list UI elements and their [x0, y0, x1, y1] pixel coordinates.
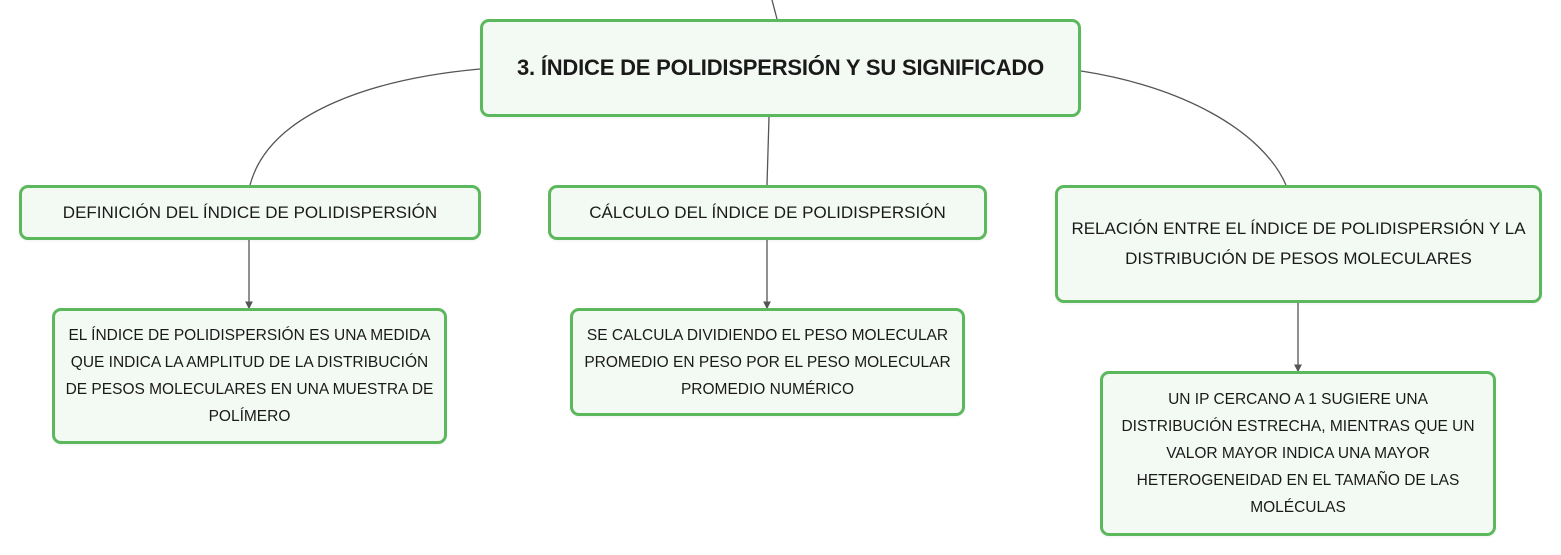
- connector-root-to-definicion: [249, 68, 481, 186]
- connector-parent-to-root: [771, 0, 778, 20]
- root-topic-node[interactable]: 3. ÍNDICE DE POLIDISPERSIÓN Y SU SIGNIFI…: [480, 19, 1081, 117]
- subtopic-definicion-node[interactable]: DEFINICIÓN DEL ÍNDICE DE POLIDISPERSIÓN: [19, 185, 481, 240]
- root-topic-label: 3. ÍNDICE DE POLIDISPERSIÓN Y SU SIGNIFI…: [516, 55, 1045, 80]
- detail-calculo-node[interactable]: SE CALCULA DIVIDIENDO EL PESO MOLECULAR …: [570, 308, 965, 416]
- detail-calculo-text: SE CALCULA DIVIDIENDO EL PESO MOLECULAR …: [584, 326, 951, 398]
- subtopic-calculo-label: CÁLCULO DEL ÍNDICE DE POLIDISPERSIÓN: [589, 202, 946, 222]
- detail-relacion-text: UN IP CERCANO A 1 SUGIERE UNA DISTRIBUCI…: [1121, 391, 1475, 516]
- detail-definicion-node[interactable]: EL ÍNDICE DE POLIDISPERSIÓN ES UNA MEDID…: [52, 308, 447, 444]
- connector-root-to-calculo: [766, 116, 770, 186]
- subtopic-relacion-node[interactable]: RELACIÓN ENTRE EL ÍNDICE DE POLIDISPERSI…: [1055, 185, 1542, 303]
- detail-relacion-node[interactable]: UN IP CERCANO A 1 SUGIERE UNA DISTRIBUCI…: [1100, 371, 1496, 536]
- subtopic-calculo-node[interactable]: CÁLCULO DEL ÍNDICE DE POLIDISPERSIÓN: [548, 185, 987, 240]
- subtopic-definicion-label: DEFINICIÓN DEL ÍNDICE DE POLIDISPERSIÓN: [62, 202, 438, 222]
- connector-root-to-relacion: [1080, 70, 1287, 186]
- detail-definicion-text: EL ÍNDICE DE POLIDISPERSIÓN ES UNA MEDID…: [65, 327, 434, 425]
- subtopic-relacion-label: RELACIÓN ENTRE EL ÍNDICE DE POLIDISPERSI…: [1071, 219, 1526, 268]
